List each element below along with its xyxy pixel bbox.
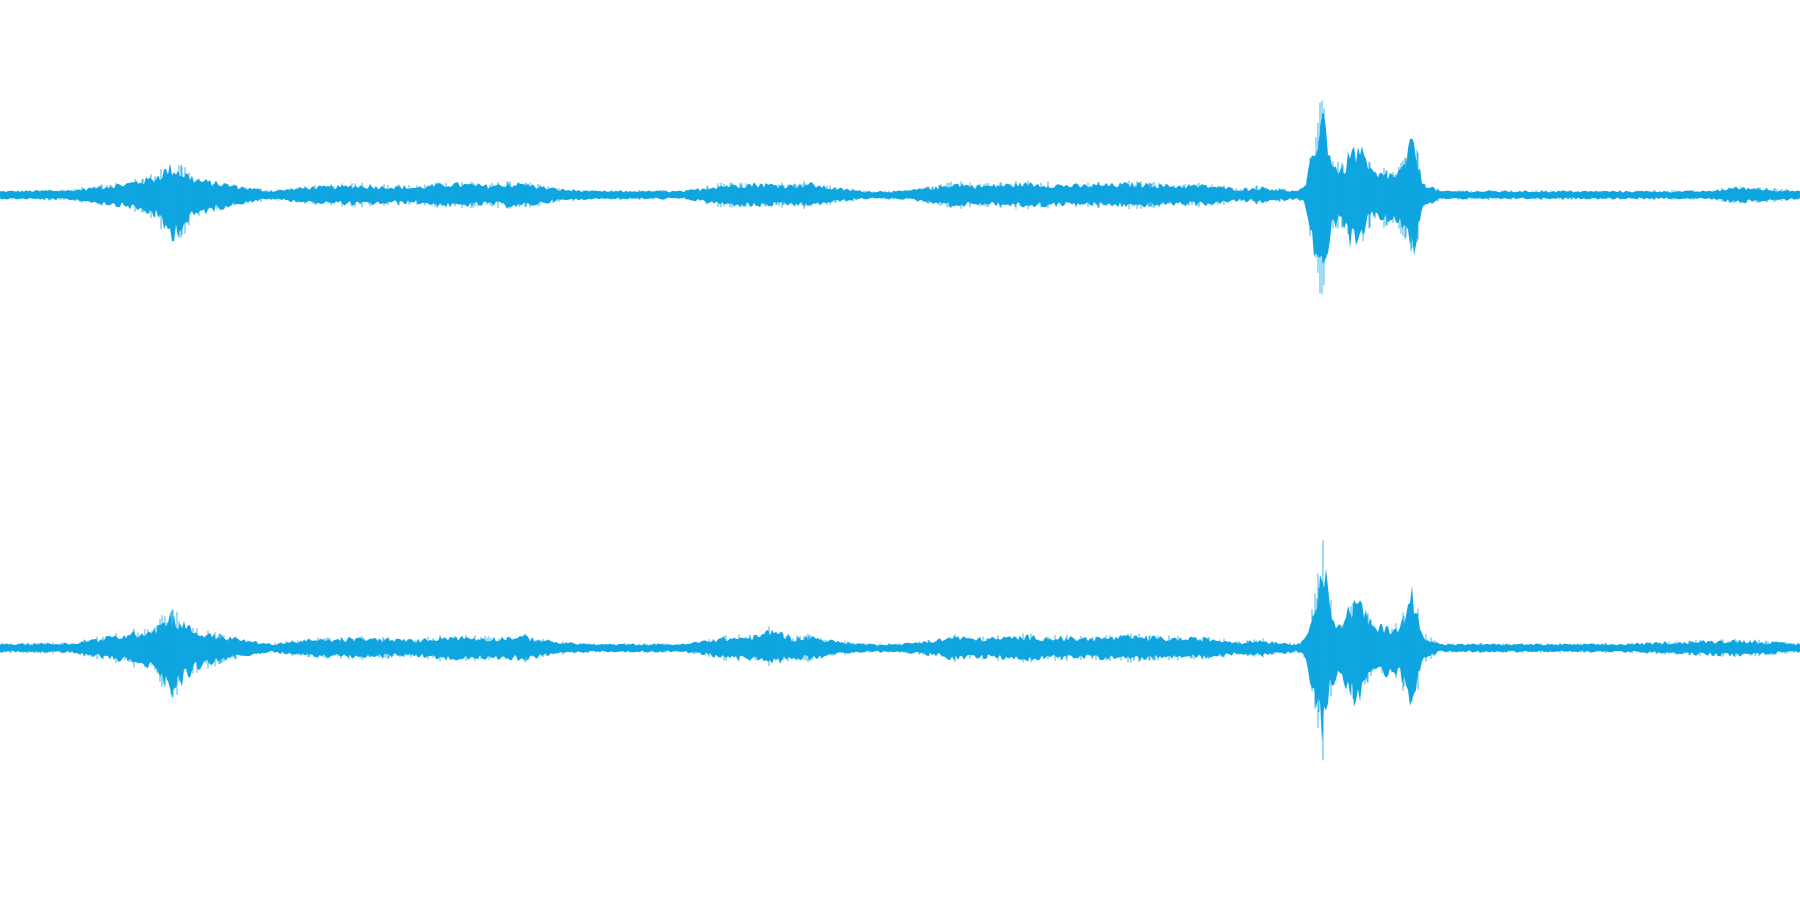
channel-2-waveform <box>0 540 1800 761</box>
channel-1-envelope <box>0 113 1800 264</box>
channel-2-envelope <box>0 568 1800 743</box>
channel-1-waveform <box>0 100 1800 295</box>
